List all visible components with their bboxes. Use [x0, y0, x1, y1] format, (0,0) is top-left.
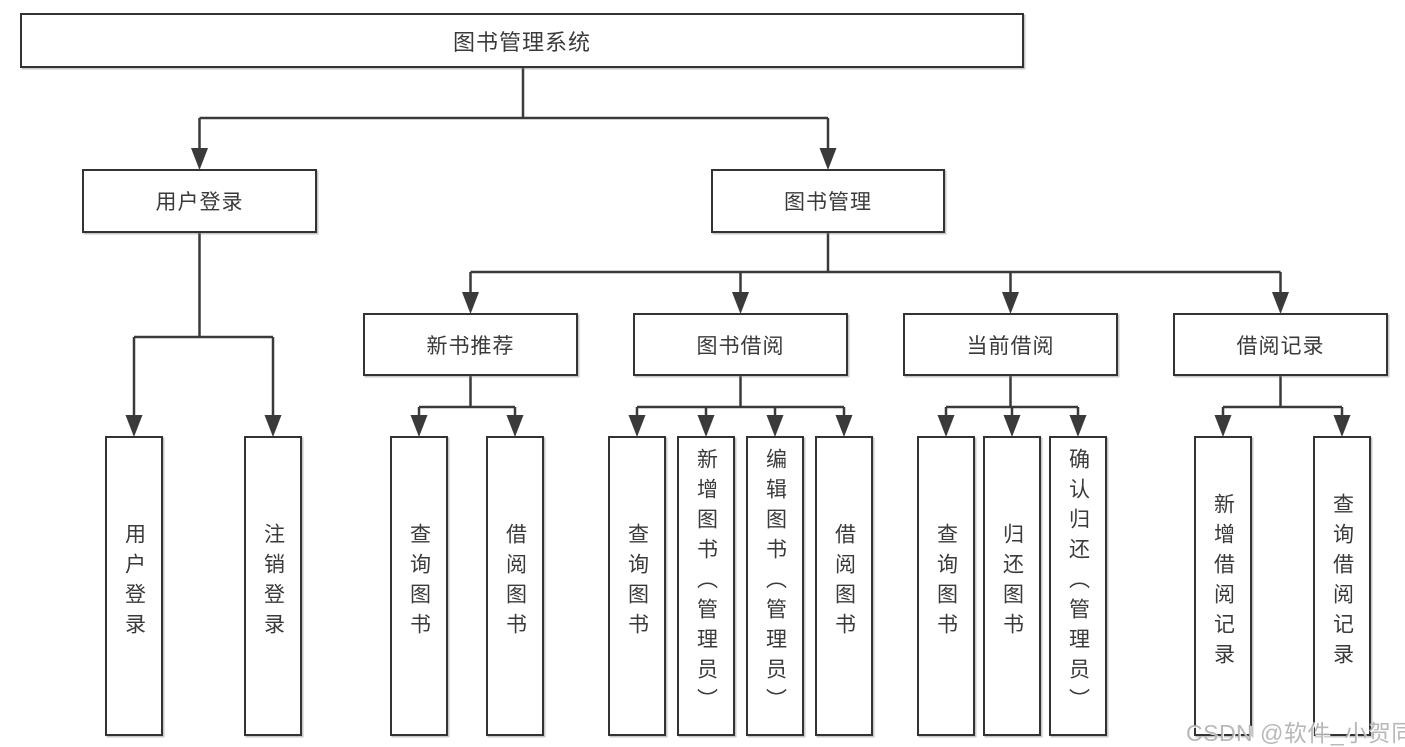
arrowhead-icon — [937, 415, 955, 437]
node-root-label: 图书管理系统 — [452, 29, 591, 55]
leaf-confirm-return-admin: 确认归还（管理员） — [1049, 436, 1107, 736]
arrowhead-icon — [697, 415, 715, 437]
leaf-borrow-books-label: 借阅图书 — [832, 523, 856, 643]
leaf-edit-book-admin: 编辑图书（管理员） — [746, 436, 804, 736]
arrowhead-icon — [1214, 415, 1232, 437]
arrowhead-icon — [1272, 292, 1289, 314]
arrowhead-icon — [766, 415, 784, 437]
leaf-add-borrow-record-label: 新增借阅记录 — [1211, 493, 1235, 673]
arrowhead-icon — [1333, 415, 1351, 437]
connector-user-login-to-leaves — [125, 233, 282, 437]
connector-root-to-level2 — [191, 68, 837, 170]
arrowhead-icon — [1002, 292, 1019, 314]
arrowhead-icon — [125, 415, 143, 437]
node-current-borrow-label: 当前借阅 — [966, 334, 1055, 358]
arrowhead-icon — [1069, 415, 1087, 437]
arrowhead-icon — [732, 292, 749, 314]
node-new-book-recommend: 新书推荐 — [363, 313, 578, 376]
node-user-login-label: 用户登录 — [155, 191, 244, 214]
leaf-return-book-label: 归还图书 — [1000, 523, 1024, 643]
arrowhead-icon — [410, 415, 428, 437]
node-borrow-records: 借阅记录 — [1173, 313, 1388, 376]
leaf-logout-label: 注销登录 — [261, 523, 285, 643]
node-user-login: 用户登录 — [82, 169, 317, 233]
node-book-management-label: 图书管理 — [784, 191, 872, 214]
node-root: 图书管理系统 — [20, 13, 1024, 68]
node-book-management: 图书管理 — [711, 169, 945, 233]
arrowhead-icon — [835, 415, 853, 437]
leaf-user-login: 用户登录 — [105, 436, 163, 736]
arrowhead-icon — [1003, 415, 1021, 437]
leaf-add-book-admin: 新增图书（管理员） — [677, 436, 735, 736]
leaf-query-borrow-record-label: 查询借阅记录 — [1330, 493, 1354, 673]
leaf-query-books-recommend-label: 查询图书 — [407, 523, 431, 643]
node-book-borrow: 图书借阅 — [633, 313, 848, 376]
leaf-logout: 注销登录 — [244, 436, 302, 736]
node-new-book-recommend-label: 新书推荐 — [426, 334, 515, 358]
arrowhead-icon — [628, 415, 646, 437]
arrowhead-icon — [462, 292, 479, 314]
connector-book-borrow-to-leaves — [628, 376, 853, 437]
node-borrow-records-label: 借阅记录 — [1236, 334, 1325, 358]
leaf-add-borrow-record: 新增借阅记录 — [1194, 436, 1252, 736]
leaf-query-books-borrow: 查询图书 — [608, 436, 666, 736]
connector-borrow-record-to-leaves — [1214, 376, 1351, 437]
leaf-add-book-admin-label: 新增图书（管理员） — [694, 448, 718, 718]
leaf-user-login-label: 用户登录 — [122, 523, 146, 643]
connector-current-borrow-to-leaves — [937, 376, 1087, 437]
arrowhead-icon — [191, 148, 208, 170]
arrowhead-icon — [264, 415, 282, 437]
leaf-return-book: 归还图书 — [983, 436, 1041, 736]
node-current-borrow: 当前借阅 — [903, 313, 1118, 376]
csdn-watermark: CSDN @软件_小贺同学 — [1186, 720, 1405, 746]
node-book-borrow-label: 图书借阅 — [696, 334, 785, 358]
leaf-query-borrow-record: 查询借阅记录 — [1313, 436, 1371, 736]
leaf-borrow-books: 借阅图书 — [815, 436, 873, 736]
leaf-borrow-books-recommend-label: 借阅图书 — [503, 523, 527, 643]
leaf-query-books-current: 查询图书 — [917, 436, 975, 736]
arrowhead-icon — [506, 415, 524, 437]
leaf-borrow-books-recommend: 借阅图书 — [486, 436, 544, 736]
leaf-query-books-current-label: 查询图书 — [934, 523, 958, 643]
leaf-confirm-return-admin-label: 确认归还（管理员） — [1066, 448, 1090, 718]
leaf-edit-book-admin-label: 编辑图书（管理员） — [763, 448, 787, 718]
connector-new-book-to-leaves — [410, 376, 524, 437]
leaf-query-books-borrow-label: 查询图书 — [625, 523, 649, 643]
connector-book-mgmt-to-level3 — [462, 233, 1289, 314]
leaf-query-books-recommend: 查询图书 — [390, 436, 448, 736]
arrowhead-icon — [819, 148, 837, 170]
